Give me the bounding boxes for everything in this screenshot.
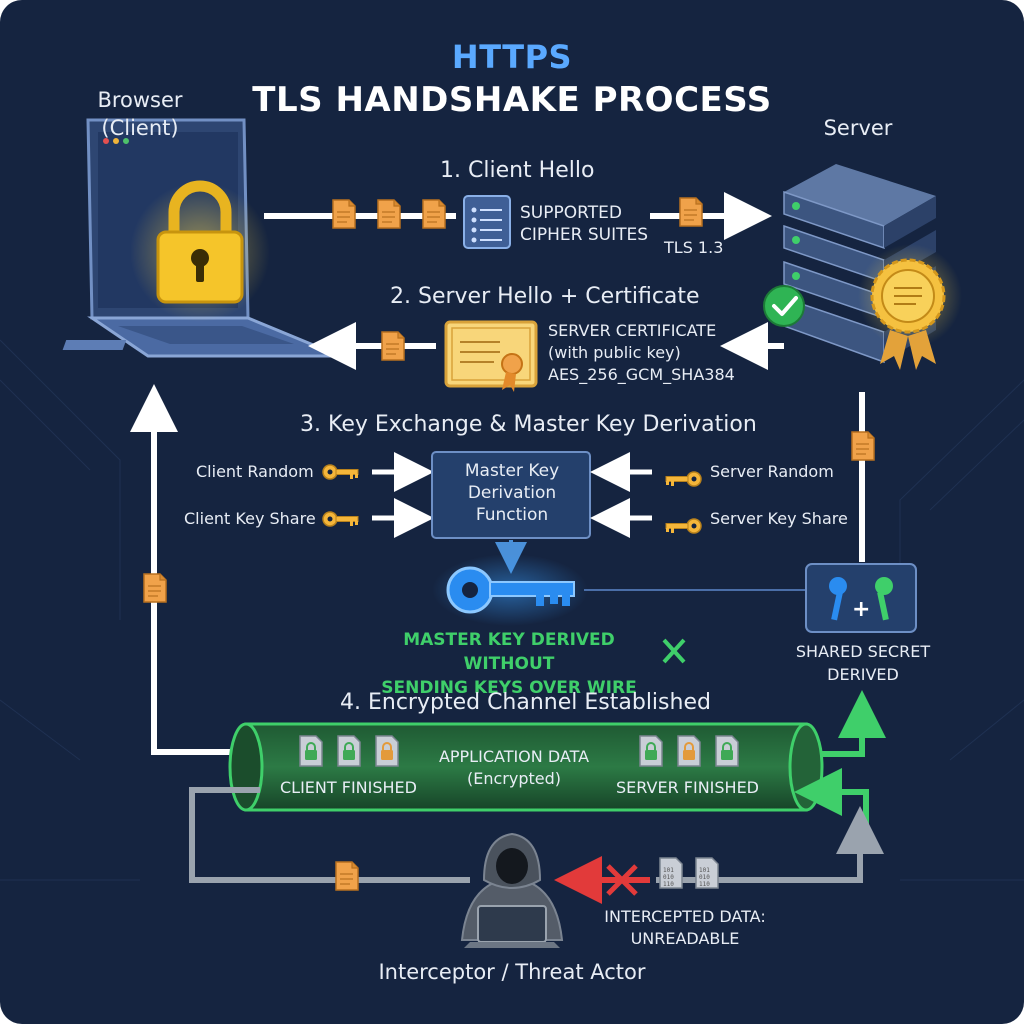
- encrypted-doc-icon: [375, 735, 399, 767]
- kdf-box: [431, 451, 591, 539]
- server-label: Server: [823, 116, 893, 140]
- browser-label: Browser (Client): [97, 88, 183, 140]
- hacker-icon: [460, 832, 564, 948]
- shared-secret-box: +: [805, 563, 917, 633]
- intercepted-data-label: INTERCEPTED DATA: UNREADABLE: [604, 907, 766, 948]
- svg-text:+: +: [852, 597, 870, 622]
- client-finished-label: CLIENT FINISHED: [280, 778, 417, 797]
- server-key-share-label: Server Key Share: [710, 509, 848, 528]
- master-key-note: MASTER KEY DERIVED WITHOUT SENDING KEYS …: [381, 630, 637, 698]
- master-key-icon: [432, 554, 588, 626]
- packet-icon: [381, 331, 405, 361]
- packet-icon: [851, 431, 875, 461]
- encrypted-doc-icon: [639, 735, 663, 767]
- kdf-label: Master Key Derivation Function: [464, 461, 560, 525]
- step-3-title: 3. Key Exchange & Master Key Derivation: [300, 412, 757, 437]
- encrypted-doc-icon: [337, 735, 361, 767]
- server-certificate-label: SERVER CERTIFICATE (with public key) AES…: [548, 321, 735, 384]
- step-1-title: 1. Client Hello: [440, 158, 595, 183]
- client-return-arrow: [130, 384, 236, 755]
- blocked-x-icon: [606, 864, 638, 896]
- encrypted-doc-icon: [715, 735, 739, 767]
- intercept-path-left: [189, 787, 470, 883]
- packet-icon: [377, 199, 401, 229]
- client-key-share-label: Client Key Share: [184, 509, 316, 528]
- page-title: TLS HANDSHAKE PROCESS: [252, 80, 772, 120]
- server-finished-label: SERVER FINISHED: [616, 778, 759, 797]
- server-certificate-icon: [444, 320, 538, 392]
- application-data-label: APPLICATION DATA (Encrypted): [438, 747, 590, 788]
- unreadable-doc-icon: [695, 857, 719, 889]
- step-4-title: 4. Encrypted Channel Established: [340, 690, 711, 715]
- packet-icon: [679, 197, 703, 227]
- supported-cipher-suites-label: SUPPORTED CIPHER SUITES: [520, 203, 649, 245]
- step-2-title: 2. Server Hello + Certificate: [390, 284, 700, 309]
- interceptor-label: Interceptor / Threat Actor: [378, 960, 646, 984]
- client-random-label: Client Random: [196, 462, 314, 481]
- server-finished-arrow-up: [820, 690, 886, 757]
- laptop-icon: [62, 118, 341, 358]
- shared-secret-label: SHARED SECRET DERIVED: [795, 642, 931, 684]
- packet-icon: [332, 199, 356, 229]
- packet-icon: [335, 861, 359, 891]
- title-top: HTTPS: [451, 38, 573, 76]
- intercept-path-right: [656, 806, 884, 883]
- cipher-list-icon: [463, 195, 511, 249]
- verified-check-icon: [763, 285, 805, 327]
- tls-version-label: TLS 1.3: [664, 238, 724, 257]
- certificate-seal-icon: [858, 244, 962, 370]
- server-random-label: Server Random: [710, 462, 834, 481]
- packet-icon: [143, 573, 167, 603]
- encrypted-doc-icon: [677, 735, 701, 767]
- packet-icon: [422, 199, 446, 229]
- encrypted-doc-icon: [299, 735, 323, 767]
- no-keys-sent-x-icon: [662, 638, 686, 664]
- unreadable-doc-icon: [659, 857, 683, 889]
